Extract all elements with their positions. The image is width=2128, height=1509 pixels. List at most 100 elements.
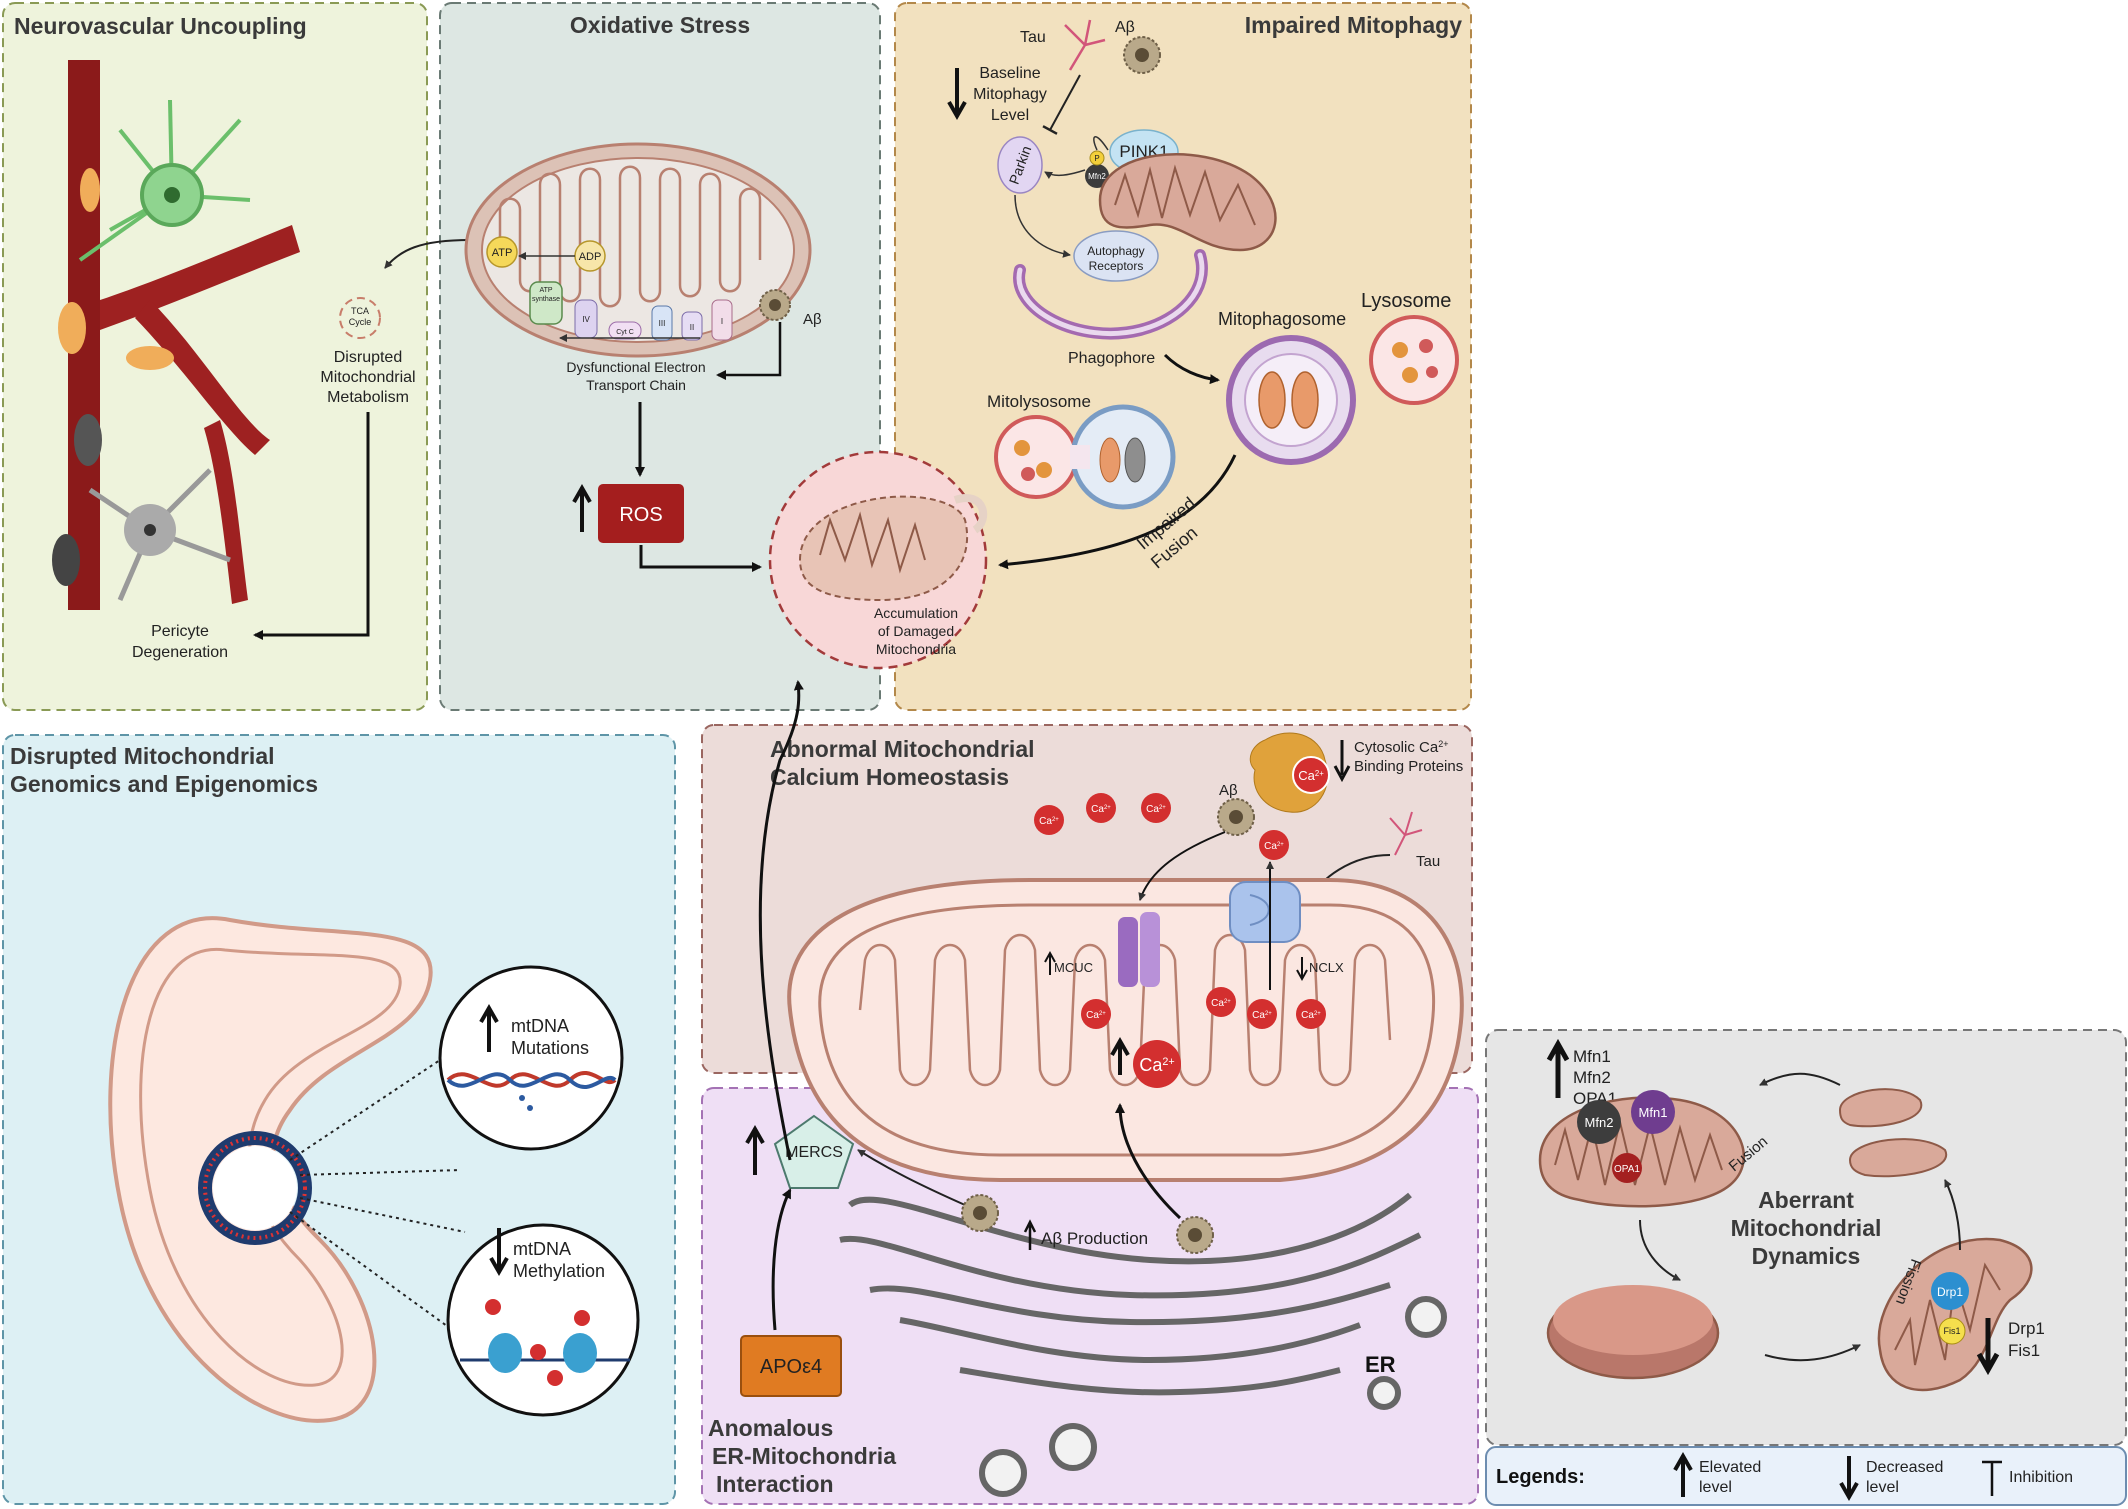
svg-text:Ca2+: Ca2+	[1146, 804, 1166, 815]
down-arrow-fission-proteins	[1976, 1318, 2000, 1376]
svg-text:Drp1: Drp1	[1937, 1285, 1963, 1299]
damaged-mitochondria-circle	[768, 450, 988, 670]
label-ab-production: Aβ Production	[1041, 1229, 1148, 1248]
title-genomics-2: Genomics and Epigenomics	[10, 771, 318, 797]
mitochondria-pair	[1838, 1088, 1948, 1178]
label-fis1-list: Fis1	[2008, 1341, 2040, 1360]
svg-text:ATP: ATP	[539, 287, 552, 294]
svg-text:Fis1: Fis1	[1943, 1326, 1960, 1336]
label-etc-1: Dysfunctional Electron	[566, 359, 705, 375]
calcium-ion-1: Ca2+	[1034, 805, 1064, 835]
arrow-ab-production-to-calcium	[1115, 1103, 1182, 1220]
mitophagosome	[1226, 335, 1356, 465]
up-arrow-fusion-proteins	[1546, 1038, 1570, 1098]
up-arrow-mercs	[745, 1124, 765, 1175]
title-dynamics-1: Aberrant	[1758, 1187, 1854, 1213]
amyloid-beta-plaque-3	[1217, 798, 1255, 836]
calcium-ion-6: Ca2+	[1206, 987, 1236, 1017]
pericyte-orange	[58, 168, 174, 370]
legend-title: Legends:	[1496, 1466, 1585, 1488]
pericyte-gray	[52, 414, 231, 601]
mcuc-channel	[1118, 912, 1160, 987]
mfn2-protein: Mfn2	[1577, 1100, 1621, 1144]
svg-text:Cycle: Cycle	[349, 317, 372, 327]
zoom-line-upper-1	[289, 1039, 471, 1161]
calcium-ion-3: Ca2+	[1141, 793, 1171, 823]
svg-text:APOε4: APOε4	[760, 1356, 822, 1378]
svg-text:Ca2+: Ca2+	[1039, 816, 1059, 827]
tau-tangle-icon	[1064, 19, 1106, 71]
atp-synthase: ATP synthase	[529, 281, 563, 325]
arrow-abeta-to-mercs	[857, 1149, 966, 1206]
arrow-fission-to-pair	[1944, 1179, 1961, 1251]
arrow-phagophore-to-mitophagosome	[1163, 353, 1220, 385]
title-calcium-2: Calcium Homeostasis	[770, 764, 1009, 790]
etc-complex-ii: II	[681, 311, 703, 341]
zoom-line-upper-2	[299, 1169, 461, 1176]
etc-complex-i: I	[711, 299, 733, 341]
title-oxidative: Oxidative Stress	[570, 12, 750, 38]
amyloid-beta-plaque-4	[961, 1194, 999, 1232]
down-arrow-methylation	[489, 1228, 509, 1277]
lysosome	[1369, 315, 1459, 405]
label-drp1-list: Drp1	[2008, 1319, 2045, 1338]
amyloid-beta-plaque-5	[1176, 1216, 1214, 1254]
title-neurovascular: Neurovascular Uncoupling	[14, 13, 307, 39]
svg-text:synthase: synthase	[532, 296, 560, 303]
calcium-ion-4: Ca2+	[1259, 830, 1289, 860]
arrow-single-to-fission	[1764, 1344, 1861, 1362]
astrocyte-green	[78, 99, 251, 262]
etc-complex-iv: IV	[574, 299, 598, 339]
up-arrow-ros	[572, 483, 592, 532]
zoom-line-lower-1	[299, 1197, 466, 1233]
arrow-abeta-to-etc	[716, 322, 782, 380]
legend-inhibition-icon	[1982, 1460, 2002, 1496]
label-lysosome: Lysosome	[1361, 290, 1451, 312]
up-arrow-mcuc	[1044, 950, 1056, 975]
svg-text:ROS: ROS	[619, 504, 662, 526]
arrow-pink1-loop	[1093, 136, 1109, 151]
etc-complex-iii: III	[651, 305, 673, 341]
down-arrow-nclx	[1296, 957, 1308, 982]
label-mtdna-methylation-1: mtDNA	[513, 1239, 571, 1259]
arrow-pair-to-fused	[1759, 1072, 1841, 1086]
label-pericyte-1: Pericyte	[151, 623, 209, 640]
label-tau-calcium: Tau	[1416, 853, 1440, 870]
label-cytosolic-1: Cytosolic Ca2+	[1354, 739, 1448, 756]
label-nclx: NCLX	[1309, 960, 1344, 975]
up-arrow-ab-production	[1023, 1219, 1037, 1250]
up-arrow-calcium	[1110, 1036, 1130, 1075]
tca-cycle-icon: TCA Cycle	[339, 297, 381, 339]
calcium-ion-8: Ca2+	[1296, 999, 1326, 1029]
label-cytosolic-2: Binding Proteins	[1354, 758, 1463, 775]
title-genomics-1: Disrupted Mitochondrial	[10, 743, 275, 769]
mfn1-protein: Mfn1	[1631, 1090, 1675, 1134]
legend-elevated-1: Elevated	[1699, 1459, 1761, 1476]
methylation-zoom-circle	[446, 1223, 640, 1417]
label-mcuc: MCUC	[1054, 960, 1093, 975]
legend-inhibition: Inhibition	[2009, 1469, 2073, 1486]
label-mtdna-mutations-2: Mutations	[511, 1038, 589, 1058]
label-mitophagosome: Mitophagosome	[1218, 309, 1346, 329]
title-mitophagy: Impaired Mitophagy	[1245, 12, 1462, 38]
label-mfn2-list: Mfn2	[1573, 1068, 1611, 1087]
arrow-mitophagosome-to-accumulation	[998, 454, 1237, 570]
calcium-ion-large: Ca2+	[1133, 1040, 1181, 1088]
calcium-ion-5: Ca2+	[1081, 999, 1111, 1029]
arrow-atp-to-tca	[384, 239, 471, 269]
label-baseline-2: Mitophagy	[973, 86, 1047, 103]
fis1-protein: Fis1	[1938, 1317, 1966, 1345]
apoe4-box: APOε4	[740, 1335, 842, 1397]
panel-neurovascular	[2, 2, 428, 711]
label-mtdna-methylation-2: Methylation	[513, 1261, 605, 1281]
label-baseline-3: Level	[991, 107, 1029, 124]
svg-text:Mfn2: Mfn2	[1088, 172, 1106, 181]
svg-text:OPA1: OPA1	[1614, 1164, 1640, 1175]
label-disrupted-metabolism-3: Metabolism	[327, 389, 409, 406]
svg-text:I: I	[721, 317, 723, 326]
nclx-channel	[1229, 881, 1301, 943]
legend-down-arrow-icon	[1839, 1456, 1859, 1502]
down-arrow-cytosolic	[1333, 740, 1351, 783]
arrow-ros-to-accumulation	[639, 545, 762, 572]
